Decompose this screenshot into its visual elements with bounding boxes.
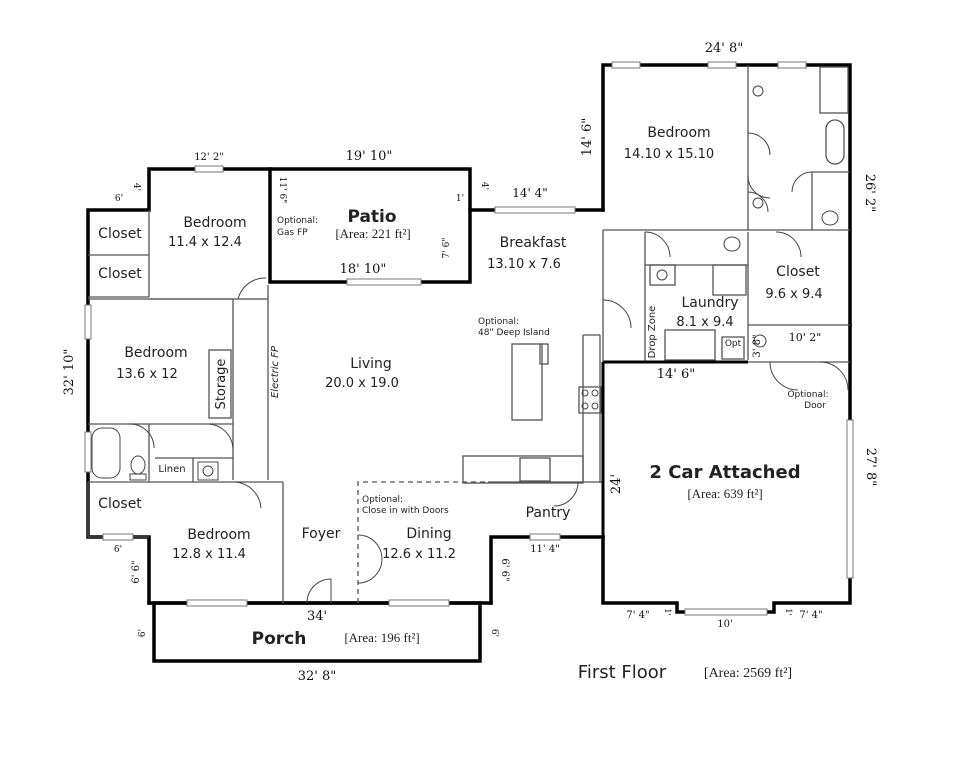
dining-optional-item: Close in with Doors: [362, 506, 449, 516]
dining-size: 12.6 x 11.2: [382, 547, 456, 562]
dim-nw-offset-b: 4': [131, 183, 141, 191]
dim-breakfast-offset: 4': [479, 182, 489, 190]
dim-laundry-side: 3' 8": [752, 334, 763, 357]
dim-garage-jog-left: 1': [663, 608, 672, 615]
island-label: Optional:: [478, 317, 519, 327]
master-closet-name: Closet: [776, 264, 820, 280]
dim-patio-depth: 11' 6": [277, 177, 287, 204]
dim-left-depth: 32' 10": [62, 349, 77, 396]
dim-garage-jog-right: 1': [784, 608, 793, 615]
garage-optional-label: Optional:: [787, 390, 828, 400]
dim-garage-bottom-left: 7' 4": [626, 610, 649, 621]
dining-optional-label: Optional:: [362, 495, 403, 505]
dim-mudroom-width: 10' 2": [789, 331, 822, 344]
dining-name: Dining: [406, 526, 451, 542]
floor-area: [Area: 2569 ft²]: [704, 666, 792, 681]
island-item: 48" Deep Island: [478, 328, 550, 338]
linen-name: Linen: [158, 464, 185, 475]
master-closet-size: 9.6 x 9.4: [765, 287, 822, 302]
closet-a-name: Closet: [98, 226, 142, 242]
bedroom-nw-size: 11.4 x 12.4: [168, 235, 242, 250]
bedroom-sw-name: Bedroom: [187, 527, 250, 543]
dim-right-depth: 26' 2": [862, 174, 877, 213]
dim-porch-depth-right: 6': [489, 629, 499, 637]
breakfast-size: 13.10 x 7.6: [487, 257, 561, 272]
breakfast-name: Breakfast: [500, 235, 567, 251]
living-size: 20.0 x 19.0: [325, 376, 399, 391]
dim-garage-bottom-right: 7' 4": [799, 610, 822, 621]
dimension-labels: 24' 8" 14' 6" 26' 2" 19' 10" 18' 10" 11'…: [62, 41, 878, 684]
dim-dining-depth: 6' 6": [499, 558, 510, 581]
master-bedroom-name: Bedroom: [647, 125, 710, 141]
master-bedroom-size: 14.10 x 15.10: [624, 147, 714, 162]
electric-fp-label: Electric FP: [270, 345, 281, 398]
porch-name: Porch: [252, 629, 307, 649]
dim-master-depth: 14' 6": [580, 118, 595, 157]
dim-pantry-width: 11' 4": [530, 544, 560, 555]
dim-bedroom-nw-width: 12' 2": [194, 152, 224, 163]
patio-optional-label: Optional:: [277, 216, 318, 226]
room-labels: Patio [Area: 221 ft²] Optional: Gas FP B…: [98, 125, 828, 649]
interior-walls: [87, 65, 850, 603]
garage-name: 2 Car Attached: [649, 462, 800, 483]
living-name: Living: [350, 356, 392, 372]
door-swings: [129, 132, 849, 604]
drop-zone-label: Drop Zone: [647, 306, 658, 359]
fixtures: [91, 85, 839, 481]
windows: [84, 61, 854, 616]
garage-optional-item: Door: [804, 401, 826, 411]
dim-porch-depth-left: 6': [138, 629, 148, 637]
dim-breakfast-width: 14' 4": [512, 186, 548, 200]
dim-sw-depth: 6' 6": [131, 560, 142, 583]
porch-area: [Area: 196 ft²]: [344, 630, 419, 645]
patio-area: [Area: 221 ft²]: [335, 226, 410, 241]
foyer-name: Foyer: [302, 526, 341, 542]
plan-footer: First Floor [Area: 2569 ft²]: [578, 662, 792, 683]
dim-patio-offset: 1': [456, 194, 464, 204]
dim-porch-width: 32' 8": [298, 669, 337, 684]
dim-garage-side: 24': [609, 474, 624, 494]
bedroom-w-name: Bedroom: [124, 345, 187, 361]
dim-garage-right: 27' 8": [863, 448, 878, 487]
storage-name: Storage: [214, 359, 229, 410]
dim-patio-width-bottom: 18' 10": [340, 262, 387, 277]
dim-garage-top: 14' 6": [657, 367, 696, 382]
dim-patio-side: 7' 6": [442, 238, 452, 259]
laundry-name: Laundry: [681, 295, 738, 311]
bedroom-sw-size: 12.8 x 11.4: [172, 547, 246, 562]
patio-optional-item: Gas FP: [277, 228, 308, 238]
closet-b-name: Closet: [98, 266, 142, 282]
dim-garage-bottom-mid: 10': [717, 619, 732, 630]
laundry-size: 8.1 x 9.4: [676, 315, 733, 330]
pantry-name: Pantry: [526, 505, 571, 521]
dim-patio-width-top: 19' 10": [346, 149, 393, 164]
porch-outline: [152, 601, 482, 663]
dim-sw-offset: 6': [114, 545, 122, 555]
bedroom-nw-name: Bedroom: [183, 215, 246, 231]
dim-front-width: 34': [307, 609, 327, 624]
patio-name: Patio: [347, 207, 396, 227]
floor-name: First Floor: [578, 662, 667, 683]
opt-label: Opt: [725, 339, 742, 349]
closet-c-name: Closet: [98, 496, 142, 512]
dim-nw-offset-a: 6': [115, 194, 123, 204]
bedroom-w-size: 13.6 x 12: [116, 367, 177, 382]
dim-top-right-width: 24' 8": [705, 41, 744, 56]
garage-area: [Area: 639 ft²]: [687, 486, 762, 501]
